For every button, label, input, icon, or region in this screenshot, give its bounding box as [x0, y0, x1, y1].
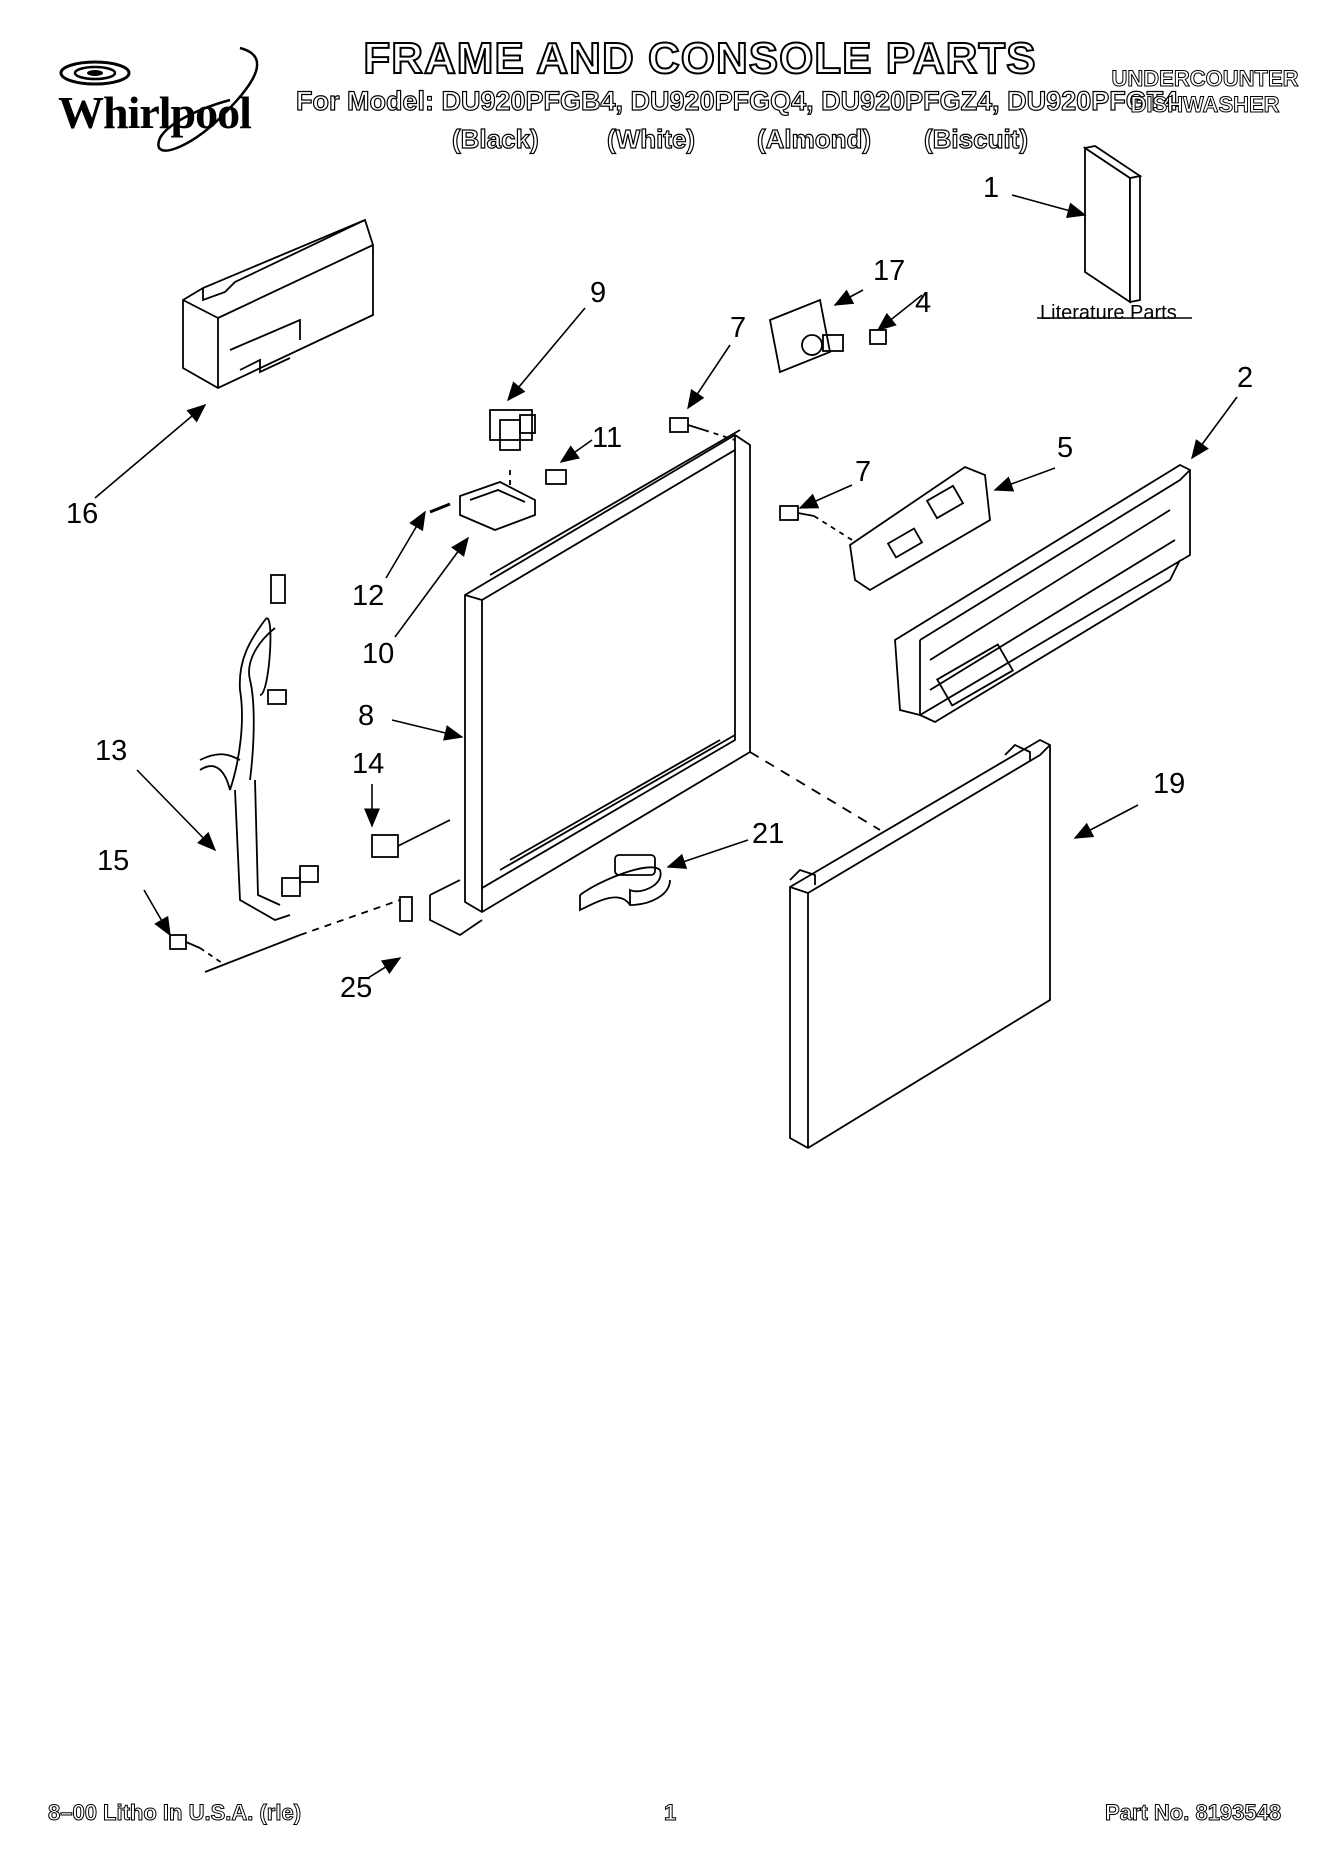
callout-2: 2: [1237, 362, 1254, 394]
callout-5: 5: [1057, 432, 1074, 464]
callout-10: 10: [362, 638, 395, 670]
callout-19: 19: [1153, 768, 1186, 800]
selector-assembly: [768, 298, 844, 374]
page-title: FRAME AND CONSOLE PARTS: [362, 33, 1037, 84]
screw-console: [779, 505, 815, 521]
footer-page-number: 1: [663, 1800, 677, 1826]
callout-8: 8: [358, 700, 375, 732]
color-almond: (Almond): [756, 123, 872, 154]
literature-booklet: [1082, 145, 1143, 304]
callout-9: 9: [590, 277, 607, 309]
whirlpool-logo: Whirlpool: [40, 38, 290, 163]
callout-16: 16: [66, 498, 99, 530]
switch-connector: [545, 469, 567, 485]
top-cover-panel: [182, 218, 374, 390]
brand-wordmark: Whirlpool: [58, 87, 252, 138]
model-line: For Model: DU920PFGB4, DU920PFGQ4, DU920…: [295, 85, 1179, 116]
callout-14: 14: [352, 748, 385, 780]
swirl-logo-icon: [59, 46, 259, 152]
door-handle: [579, 854, 671, 912]
callout-7-upper: 7: [730, 312, 747, 344]
callout-21: 21: [752, 818, 785, 850]
clip: [869, 329, 887, 345]
color-white: (White): [606, 123, 696, 154]
callout-4: 4: [915, 287, 932, 319]
wire-connector: [371, 819, 451, 858]
switch-holder: [459, 481, 536, 531]
latch-clip: [399, 896, 413, 922]
callout-11: 11: [592, 422, 623, 454]
product-type-line2: DISHWASHER: [1130, 92, 1280, 118]
control-panel: [849, 465, 991, 592]
footer-print-info: 8–00 Litho In U.S.A. (rle): [47, 1800, 302, 1826]
screw-upper: [669, 417, 705, 433]
callout-1: 1: [983, 172, 1000, 204]
callout-17: 17: [873, 255, 906, 287]
door-panel: [789, 738, 1051, 1150]
strip: [429, 502, 451, 514]
door-switch-assembly: [489, 409, 536, 451]
product-type-line1: UNDERCOUNTER: [1111, 66, 1299, 92]
callout-13: 13: [95, 735, 128, 767]
leader-arrows: [94, 194, 1238, 979]
color-biscuit: (Biscuit): [923, 123, 1028, 154]
callout-12: 12: [352, 580, 385, 612]
console-panel: [894, 463, 1191, 724]
literature-parts-label: Literature Parts: [1040, 302, 1177, 324]
product-type: UNDERCOUNTER DISHWASHER: [1090, 66, 1320, 118]
footer-part-number: Part No. 8193548: [1104, 1800, 1282, 1826]
color-black: (Black): [451, 123, 539, 154]
callout-25: 25: [340, 972, 373, 1004]
wire-harness: [199, 574, 319, 921]
callout-7-console: 7: [855, 456, 872, 488]
door-frame: [429, 429, 751, 937]
harness-screw: [169, 934, 201, 950]
callout-15: 15: [97, 845, 130, 877]
